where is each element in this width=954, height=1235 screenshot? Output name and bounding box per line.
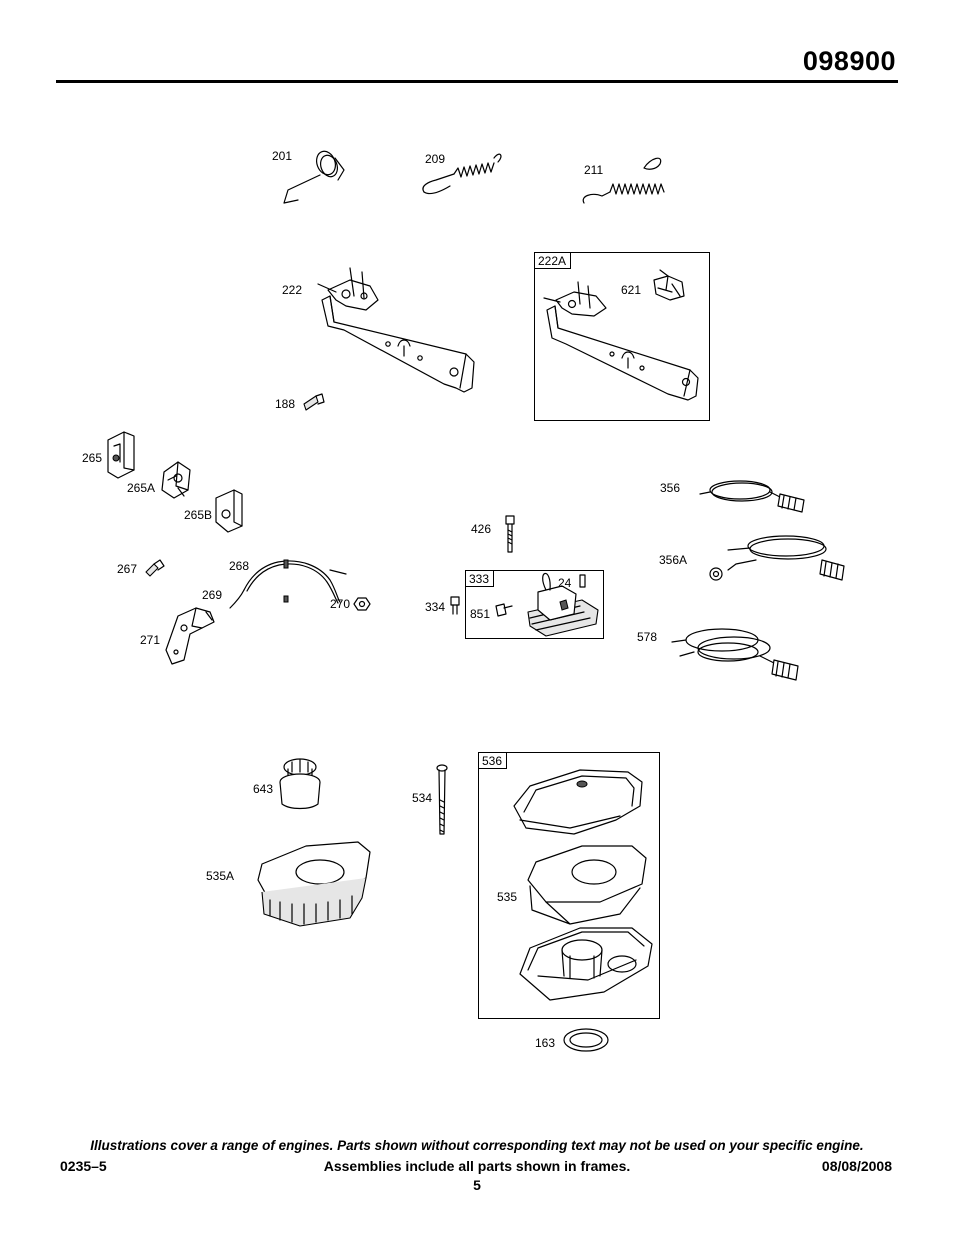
callout-267: 267 xyxy=(117,562,138,576)
frame-tag-536: 536 xyxy=(479,753,508,769)
part-536-base xyxy=(519,927,653,1001)
part-201-spring xyxy=(283,150,345,204)
part-265B-bracket xyxy=(215,489,243,533)
part-163-gasket xyxy=(563,1028,609,1052)
callout-535A: 535A xyxy=(206,869,235,883)
callout-268: 268 xyxy=(229,559,250,573)
page-title: 098900 xyxy=(802,46,896,76)
part-268-cable xyxy=(229,559,347,609)
part-356A-wire xyxy=(709,535,845,581)
part-578-harness xyxy=(671,628,799,681)
page-number: 5 xyxy=(473,1177,481,1193)
part-267-screw xyxy=(145,559,165,577)
part-426-bolt xyxy=(505,515,515,553)
frame-222A: 222A xyxy=(534,252,710,421)
callout-24: 24 xyxy=(558,576,572,590)
part-356-wire xyxy=(699,480,805,513)
callout-222: 222 xyxy=(282,283,303,297)
footer-disclaimer: Illustrations cover a range of engines. … xyxy=(90,1138,864,1153)
callout-265B: 265B xyxy=(184,508,213,522)
callout-188: 188 xyxy=(275,397,296,411)
callout-334: 334 xyxy=(425,600,446,614)
part-851-connector xyxy=(495,603,513,617)
part-209-spring xyxy=(422,153,502,195)
callout-534: 534 xyxy=(412,791,433,805)
callout-356: 356 xyxy=(660,481,681,495)
part-265-bracket xyxy=(107,431,135,479)
footer-doc-code: 0235–5 xyxy=(60,1158,107,1174)
frame-tag-222A: 222A xyxy=(535,253,572,269)
callout-578: 578 xyxy=(637,630,658,644)
header-rule xyxy=(56,80,898,83)
callout-269: 269 xyxy=(202,588,223,602)
part-535-filter xyxy=(527,845,647,925)
part-222A-control-bracket xyxy=(543,281,699,401)
part-536-cover xyxy=(513,769,643,835)
callout-851: 851 xyxy=(470,607,491,621)
part-24-key xyxy=(579,574,586,588)
frame-tag-333: 333 xyxy=(466,571,495,587)
callout-270: 270 xyxy=(330,597,351,611)
callout-356A: 356A xyxy=(659,553,688,567)
callout-535: 535 xyxy=(497,890,518,904)
part-271-lever xyxy=(165,607,215,665)
frame-333: 333 xyxy=(465,570,604,639)
callout-211: 211 xyxy=(584,163,604,177)
part-535A-filter xyxy=(257,841,371,927)
part-211-spring xyxy=(582,157,665,204)
callout-265: 265 xyxy=(82,451,103,465)
part-621-clip xyxy=(653,269,685,301)
callout-621: 621 xyxy=(621,283,642,297)
callout-426: 426 xyxy=(471,522,492,536)
callout-643: 643 xyxy=(253,782,274,796)
footer-frames-note: Assemblies include all parts shown in fr… xyxy=(323,1158,631,1174)
part-334-screw xyxy=(450,596,460,615)
callout-201: 201 xyxy=(272,149,293,163)
callout-271: 271 xyxy=(140,633,161,647)
part-534-bolt xyxy=(436,764,448,835)
callout-163: 163 xyxy=(535,1036,556,1050)
callout-265A: 265A xyxy=(127,481,156,495)
part-270-nut xyxy=(353,597,371,611)
callout-209: 209 xyxy=(425,152,446,166)
part-643-adapter xyxy=(279,758,321,810)
part-188-screw xyxy=(303,393,325,411)
part-333-armature xyxy=(527,572,599,637)
footer-date: 08/08/2008 xyxy=(821,1158,892,1174)
frame-536: 536 xyxy=(478,752,660,1019)
part-222-control-bracket xyxy=(317,267,475,393)
part-265A-bracket xyxy=(161,461,191,499)
